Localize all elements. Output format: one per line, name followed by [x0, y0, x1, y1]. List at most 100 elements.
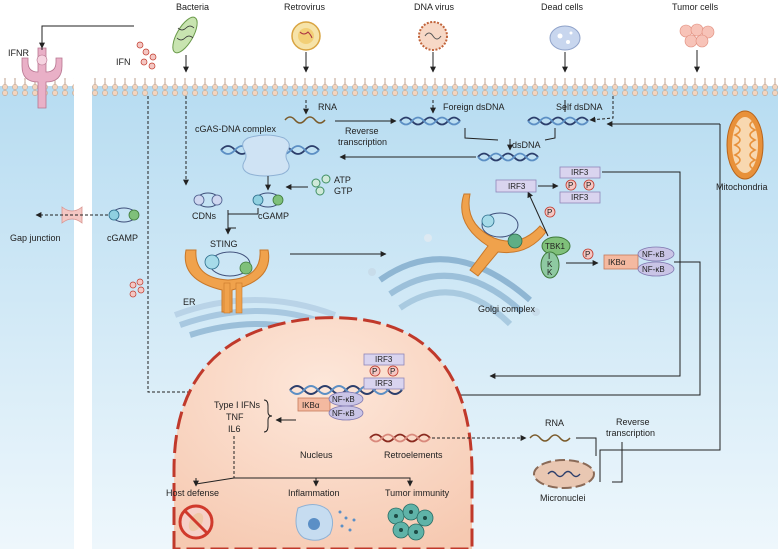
nuclear-ikba-label: IKBα — [302, 401, 320, 410]
cgas-dna-complex — [220, 134, 320, 177]
ikba-phospho-circle — [582, 248, 594, 260]
gap-junction-label: Gap junction — [10, 233, 61, 243]
dead-cells-icon — [549, 25, 581, 51]
bacteria-icon — [172, 16, 198, 54]
mito-feedback-line — [599, 124, 721, 482]
irf3-dimer-bottom-label: IRF3 — [571, 193, 589, 202]
retroelements-dna — [369, 433, 431, 443]
retrovirus-label: Retrovirus — [284, 2, 326, 12]
gtp-label: GTP — [334, 186, 353, 196]
nuclear-irf3-bottom-label: IRF3 — [375, 379, 393, 388]
micronuclei-transcription-label: transcription — [606, 428, 655, 438]
ifn-molecules — [136, 41, 157, 70]
dna-virus-label: DNA virus — [414, 2, 455, 12]
nfkb-to-nucleus-line — [417, 261, 701, 398]
golgi-complex — [368, 234, 540, 327]
phospho-circle — [544, 206, 556, 218]
cgas-dna-complex-label: cGAS-DNA complex — [195, 124, 277, 134]
transcription-label: transcription — [338, 137, 387, 147]
self-to-dsdna-line — [544, 128, 556, 141]
retroelements-label: Retroelements — [384, 450, 443, 460]
bacteria-label: Bacteria — [176, 2, 209, 12]
tumor-cells-label: Tumor cells — [672, 2, 719, 12]
irf3-label: IRF3 — [508, 182, 526, 191]
cgamp-gap-label: cGAMP — [107, 233, 138, 243]
tumor-immunity-label: Tumor immunity — [385, 488, 450, 498]
ikba-label: IKBα — [608, 258, 626, 267]
ikba-phospho-label: P — [585, 250, 590, 259]
irf3-dimer-p2: P — [586, 181, 591, 190]
ikk-i-label: I — [548, 252, 550, 261]
gene-bracket — [263, 399, 273, 433]
ikk-k2-label: K — [547, 268, 553, 277]
micronuclei-reverse-label: Reverse — [616, 417, 650, 427]
ifn-label: IFN — [116, 57, 131, 67]
ifnr-label: IFNR — [8, 48, 29, 58]
ikk-k-label: K — [547, 260, 553, 269]
rna-strand — [284, 116, 326, 124]
ifnr-receptor — [21, 47, 63, 109]
nuclear-irf3-top-label: IRF3 — [375, 355, 393, 364]
foreign-dsdna-label: Foreign dsDNA — [443, 102, 505, 112]
rna-label: RNA — [318, 102, 337, 112]
cgamp-merge-line — [228, 208, 259, 215]
self-dsdna-label: Self dsDNA — [556, 102, 603, 112]
dsdna-strand — [477, 152, 539, 162]
tbk1-to-irf3-arrow — [527, 191, 549, 237]
inflammation-icon — [295, 504, 356, 541]
nuclear-irf3-dimer — [363, 353, 405, 390]
dead-cells-label: Dead cells — [541, 2, 584, 12]
reverse-label: Reverse — [345, 126, 379, 136]
host-defense-label: Host defense — [166, 488, 219, 498]
ifn-vesicles — [129, 278, 145, 298]
cgamp-label: cGAMP — [258, 211, 289, 221]
host-defense-icon — [178, 504, 214, 540]
nucleus-shape — [172, 316, 474, 549]
micronuclei-label: Micronuclei — [540, 493, 586, 503]
ikk-shape — [540, 251, 560, 279]
irf3-to-nucleus-line — [489, 171, 681, 379]
retrovirus-icon — [291, 21, 321, 51]
nuclear-p2-label: P — [390, 367, 395, 376]
sting-dimer — [184, 249, 270, 314]
micronuclei-icon — [533, 459, 595, 489]
irf3-box — [495, 179, 537, 193]
dsdna-label: dsDNA — [512, 140, 541, 150]
phospho-label: P — [547, 208, 552, 217]
nfkb-bottom-label: NF-κB — [642, 265, 665, 274]
golgi-complex-label: Golgi complex — [478, 304, 536, 314]
nuclear-nfkb-top-label: NF-κB — [332, 395, 355, 404]
foreign-dsdna-strand — [399, 116, 461, 126]
micronuclei-rna-label: RNA — [545, 418, 564, 428]
cdns-label: CDNs — [192, 211, 216, 221]
atp-label: ATP — [334, 175, 351, 185]
micronuclei-rna-strand — [529, 434, 571, 442]
dna-virus-icon — [418, 21, 448, 51]
nfkb-bottom-shape — [637, 261, 675, 277]
er-label: ER — [183, 297, 196, 307]
il6-label: IL6 — [228, 424, 241, 434]
sting-label: STING — [210, 239, 238, 249]
atp-gtp-molecules — [311, 174, 331, 196]
left-cell — [0, 78, 74, 549]
irf3-dimer-top-label: IRF3 — [571, 168, 589, 177]
nfkb-top-label: NF-κB — [642, 250, 665, 259]
nuclear-ikba-box — [297, 397, 331, 412]
cgamp-gap-molecule — [108, 207, 140, 223]
tnf-label: TNF — [226, 412, 244, 422]
micronuclei-rna-line — [576, 437, 597, 456]
irf3-dimer — [559, 166, 601, 204]
nfkb-top-shape — [637, 246, 675, 262]
tumor-immunity-icon — [387, 503, 434, 541]
tbk1-label: TBK1 — [545, 242, 566, 251]
ikba-box — [603, 254, 639, 270]
mitochondria-icon — [726, 110, 764, 180]
tumor-self-dsdna-arrow — [589, 96, 614, 123]
cdns-molecule — [193, 192, 223, 208]
inflammation-label: Inflammation — [288, 488, 340, 498]
nuclear-nfkb-bottom-label: NF-κB — [332, 409, 355, 418]
ifn-to-ifnr-arrow — [39, 25, 134, 49]
reverse-transcription-bracket — [612, 442, 623, 483]
